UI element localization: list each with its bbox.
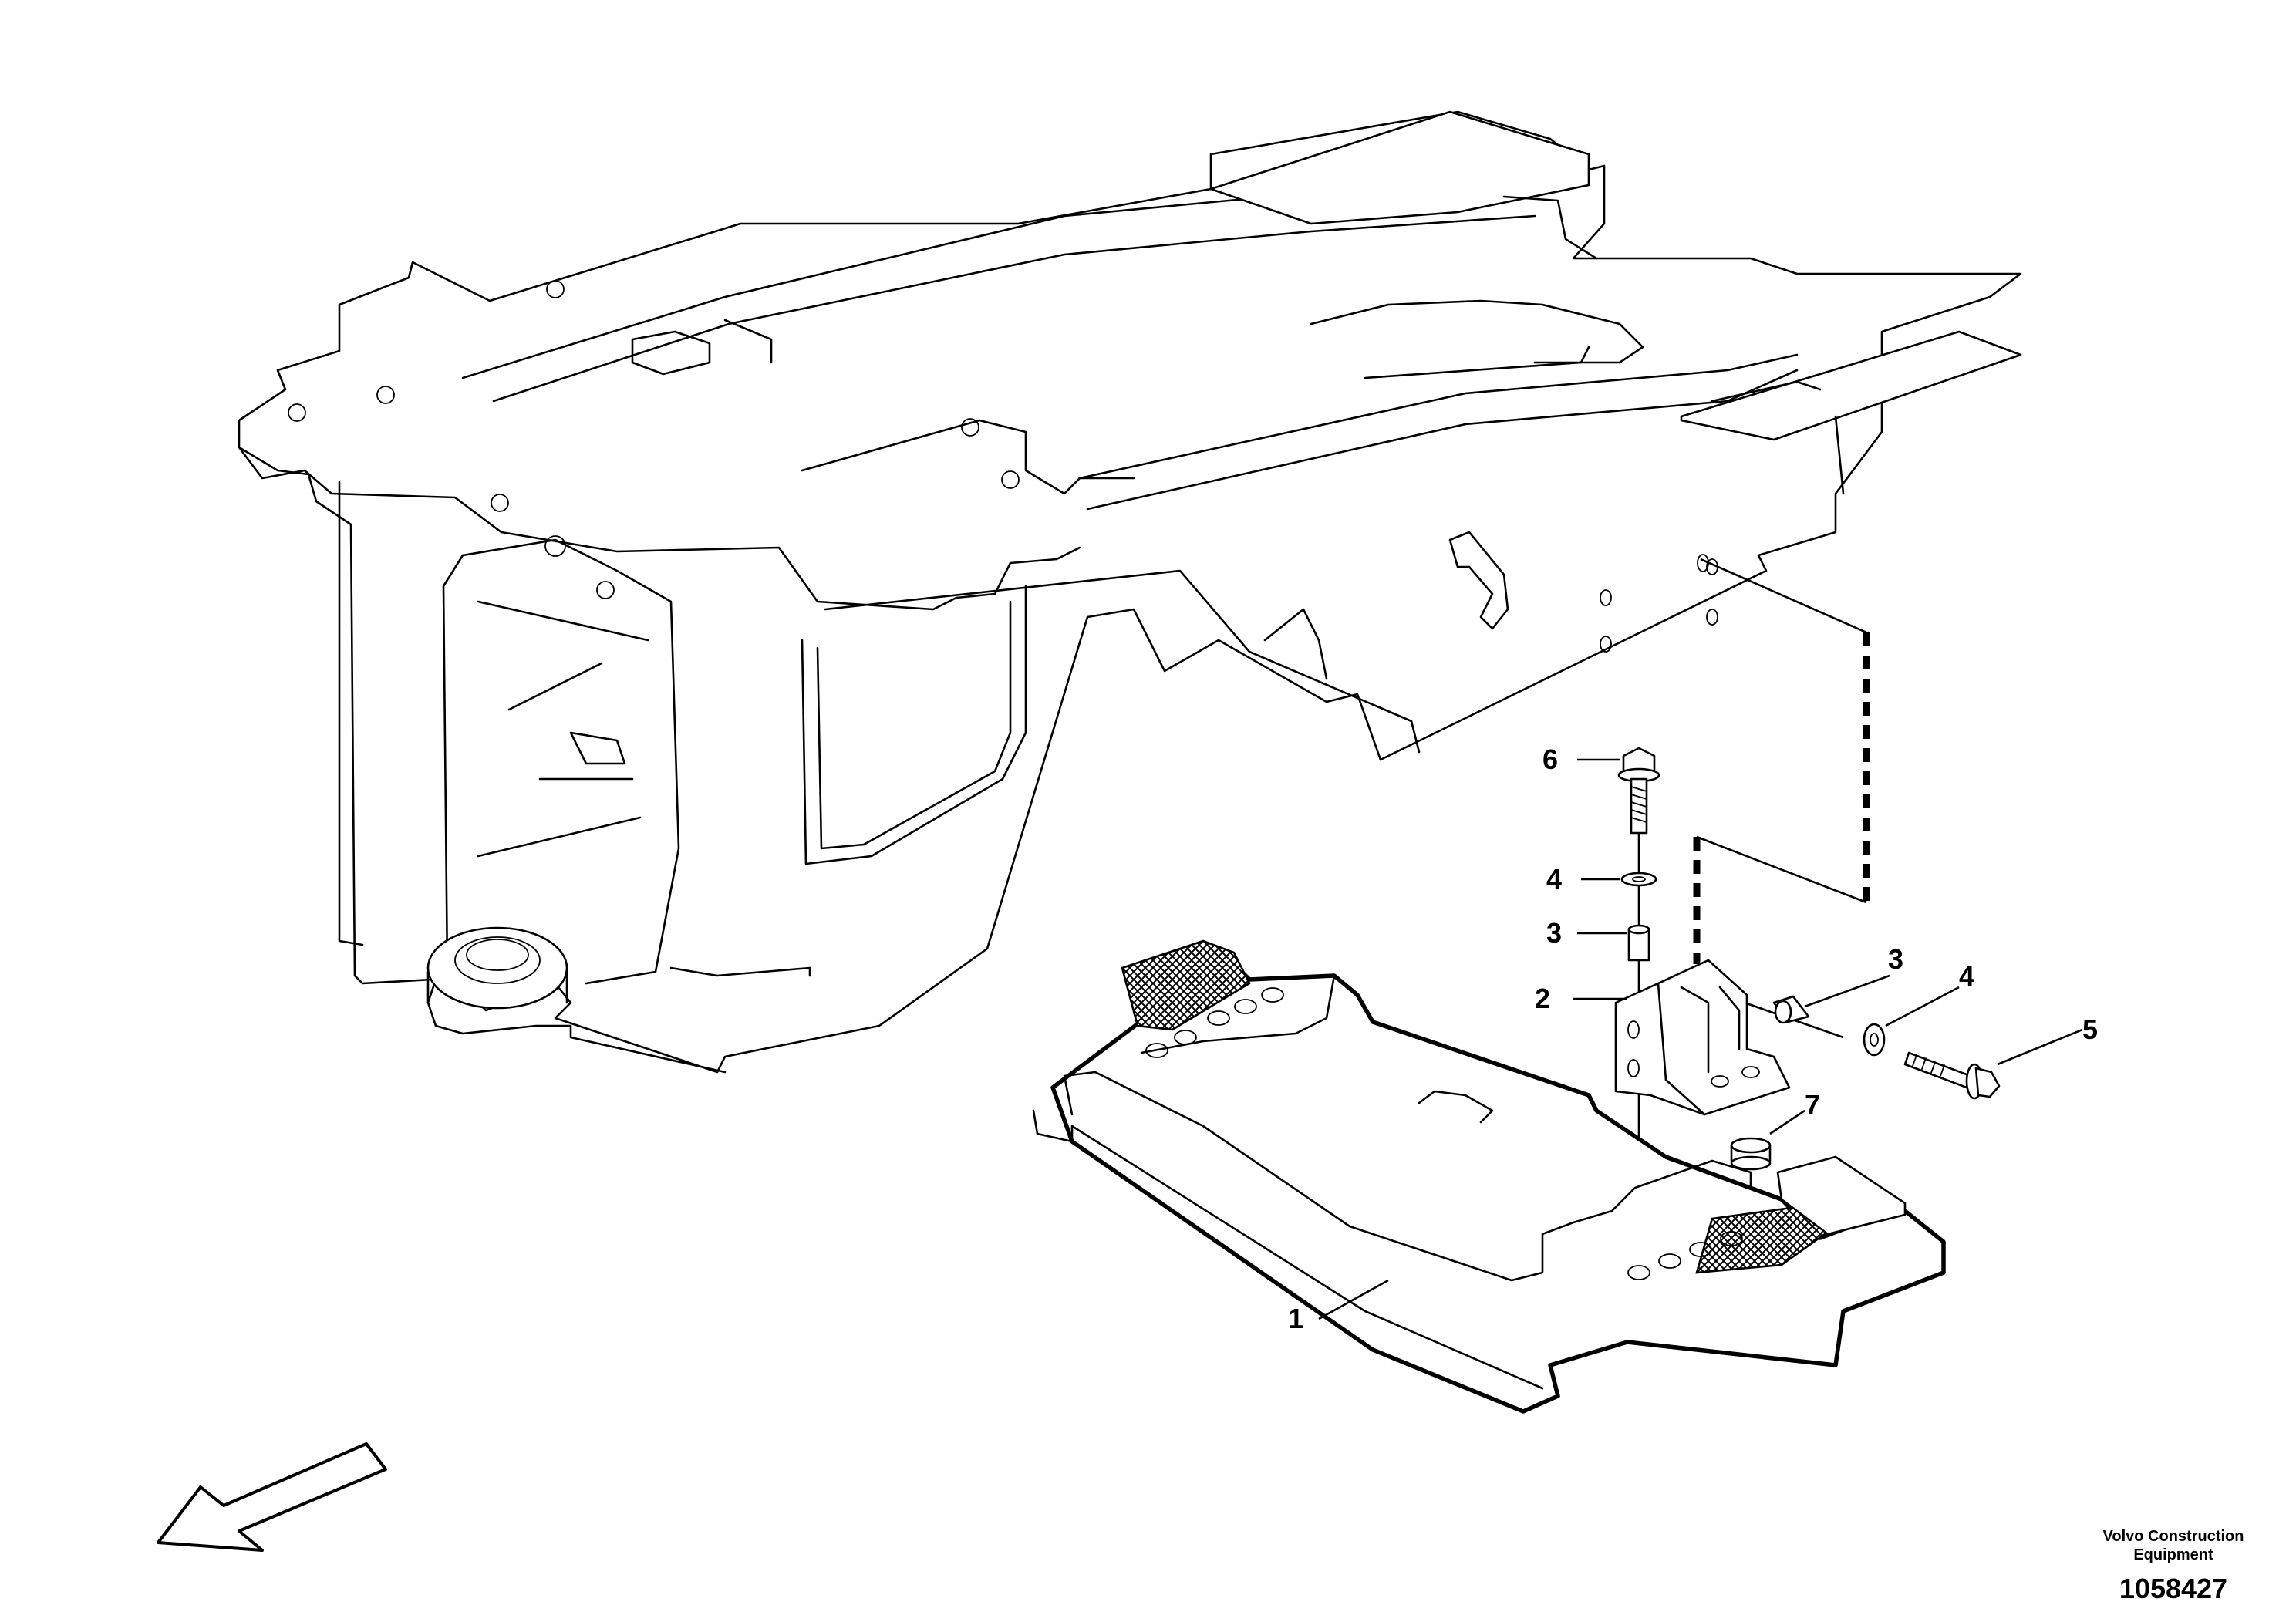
callout-3a: 3 [1546,917,1562,949]
callout-4a: 4 [1546,863,1562,895]
brand-line-2: Equipment [2133,1546,2213,1563]
callout-6: 6 [1542,744,1558,775]
bolt-part-5 [1903,1051,2001,1100]
drawing-number: 1058427 [2119,1573,2227,1604]
direction-arrow-icon [157,1442,387,1552]
callout-5: 5 [2082,1013,2098,1045]
bracket-part-2 [1614,959,1791,1116]
brand-line-1: Volvo Construction [2103,1528,2244,1545]
spacer-part-3a [1627,924,1650,962]
washer-part-4b [1863,1023,1886,1057]
tread-grip-pattern [1121,939,1251,1031]
plug-part-7 [1730,1137,1772,1171]
callout-7: 7 [1805,1089,1820,1121]
callout-leaders [1318,758,2083,1320]
washer-part-4a [1620,872,1657,887]
callout-1: 1 [1288,1303,1303,1334]
step-assembly [1032,939,1946,1414]
callout-4b: 4 [1959,960,1974,992]
rear-frame [238,110,2022,1074]
callout-3b: 3 [1888,943,1903,975]
spacer-part-3b [1772,995,1810,1024]
callout-2: 2 [1535,983,1550,1014]
bolt-part-6 [1617,747,1660,835]
